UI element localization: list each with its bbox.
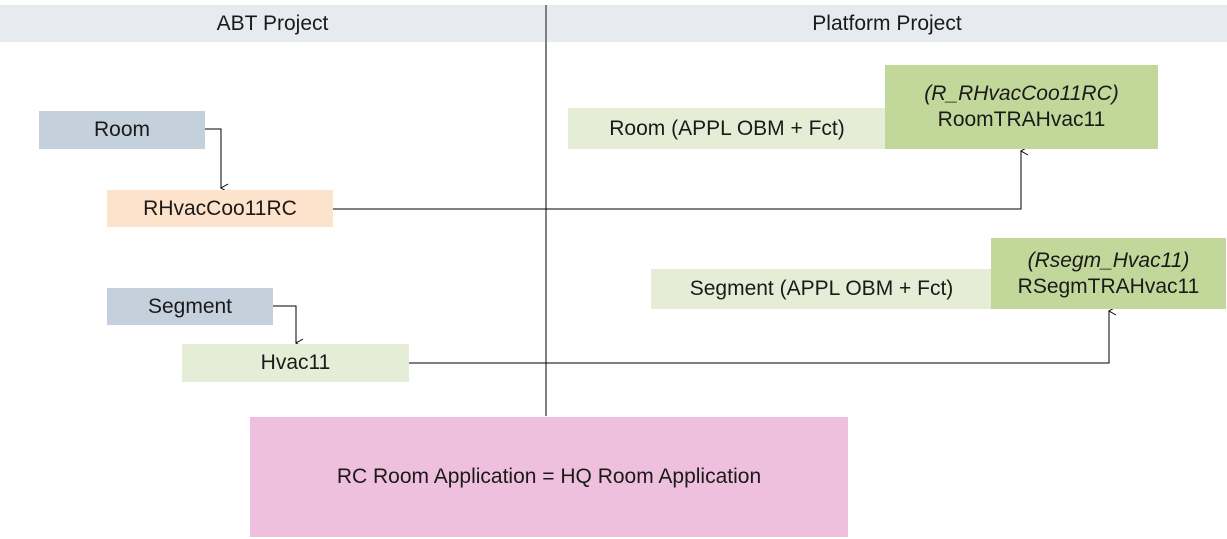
platform-room-function-box: (R_RHvacCoo11RC) RoomTRAHvac11	[885, 65, 1158, 149]
abt-room-box: Room	[39, 111, 205, 149]
platform-room-alias: (R_RHvacCoo11RC)	[924, 82, 1119, 105]
abt-segment-label: Segment	[147, 294, 233, 318]
platform-segment-alias: (Rsegm_Hvac11)	[1027, 248, 1190, 272]
abt-segment-instance-label: Hvac11	[260, 351, 331, 374]
platform-segment-box: Segment (APPL OBM + Fct)	[651, 269, 992, 309]
abt-room-label: Room	[93, 118, 151, 141]
room-application-label: RC Room Application = HQ Room Applicatio…	[336, 465, 762, 488]
abt-room-instance-label: RHvacCoo11RC	[143, 196, 297, 220]
abt-room-instance-box: RHvacCoo11RC	[107, 190, 333, 227]
platform-room-box: Room (APPL OBM + Fct)	[568, 108, 886, 149]
platform-segment-label: Segment (APPL OBM + Fct)	[689, 277, 954, 300]
segment-instance-to-platform-arrow	[409, 306, 1117, 364]
platform-room-label: Room (APPL OBM + Fct)	[609, 116, 845, 140]
platform-segment-function-box: (Rsegm_Hvac11) RSegmTRAHvac11	[991, 238, 1226, 309]
room-application-box: RC Room Application = HQ Room Applicatio…	[250, 417, 848, 537]
header-platform-project: Platform Project	[547, 5, 1227, 42]
segment-to-instance-arrow	[273, 305, 304, 348]
room-to-instance-arrow	[205, 128, 229, 193]
room-instance-to-platform-arrow	[333, 146, 1029, 210]
platform-segment-name: RSegmTRAHvac11	[1017, 274, 1200, 298]
header-platform-project-label: Platform Project	[812, 11, 962, 35]
header-abt-project: ABT Project	[0, 5, 545, 42]
header-abt-project-label: ABT Project	[216, 11, 329, 35]
platform-room-name: RoomTRAHvac11	[937, 108, 1106, 131]
abt-segment-instance-box: Hvac11	[182, 344, 409, 382]
abt-segment-box: Segment	[107, 288, 273, 325]
